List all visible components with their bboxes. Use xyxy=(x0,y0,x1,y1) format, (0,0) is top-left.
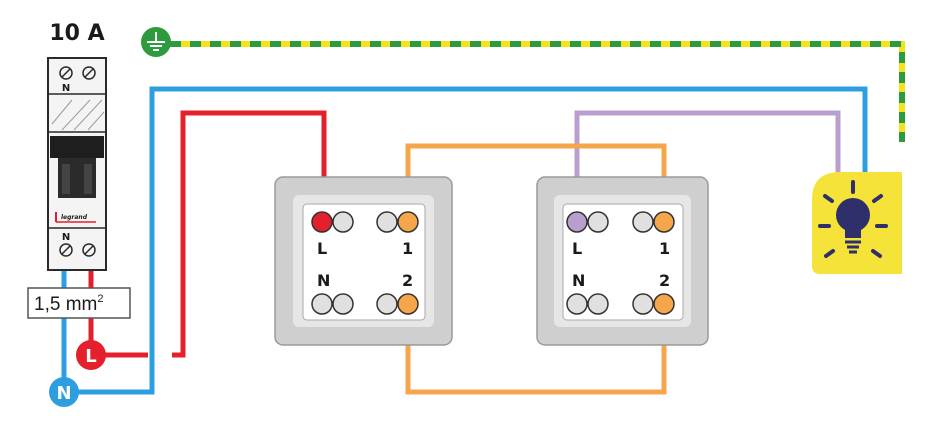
neutral-supply-marker: N xyxy=(49,377,79,407)
earth-wire xyxy=(170,41,905,142)
switch-right-label-1: 1 xyxy=(659,239,670,258)
switch-right-label-2: 2 xyxy=(659,271,670,290)
svg-text:N: N xyxy=(56,383,71,404)
switch-left-label-l: L xyxy=(317,239,327,258)
switch-right: L 1 N 2 xyxy=(536,176,709,346)
neutral-wire xyxy=(64,86,868,395)
switch-right-label-l: L xyxy=(572,239,582,258)
switch-left-label-1: 1 xyxy=(402,239,413,258)
breaker-rating: 10 A xyxy=(49,21,104,46)
traveller-wire-2 xyxy=(405,304,667,395)
switch-right-terminal-2 xyxy=(653,293,675,315)
switch-right-label-n: N xyxy=(572,271,585,290)
switch-right-terminal-1 xyxy=(653,211,675,233)
breaker-top-label: N xyxy=(62,83,70,94)
breaker-bottom-label: N xyxy=(62,232,70,243)
circuit-breaker: 10 A N legrand xyxy=(47,21,107,271)
switched-live-wire xyxy=(574,110,841,220)
svg-text:L: L xyxy=(85,346,96,367)
breaker-brand: legrand xyxy=(61,214,88,221)
cable-section-label: 1,5 mm2 xyxy=(27,287,131,319)
breaker-top-terminals xyxy=(59,66,96,80)
switch-left: L 1 N 2 xyxy=(274,176,453,346)
switch-right-terminal-l xyxy=(566,211,588,233)
switch-left-label-2: 2 xyxy=(402,271,413,290)
svg-text:1,5 mm2: 1,5 mm2 xyxy=(34,293,103,315)
breaker-toggle xyxy=(50,136,104,198)
live-wire xyxy=(172,110,327,358)
live-supply-marker: L xyxy=(76,340,106,370)
breaker-window xyxy=(51,99,105,131)
switch-left-terminal-l-live xyxy=(311,211,333,233)
earth-ground-icon xyxy=(141,27,171,57)
cable-section-value: 1,5 mm xyxy=(34,294,97,315)
switch-left-label-n: N xyxy=(317,271,330,290)
breaker-bottom-terminals xyxy=(59,243,96,257)
light-bulb-icon xyxy=(812,172,902,274)
cable-section-exponent: 2 xyxy=(97,293,103,305)
switch-left-terminal-2 xyxy=(397,293,419,315)
switch-left-terminal-1 xyxy=(397,211,419,233)
